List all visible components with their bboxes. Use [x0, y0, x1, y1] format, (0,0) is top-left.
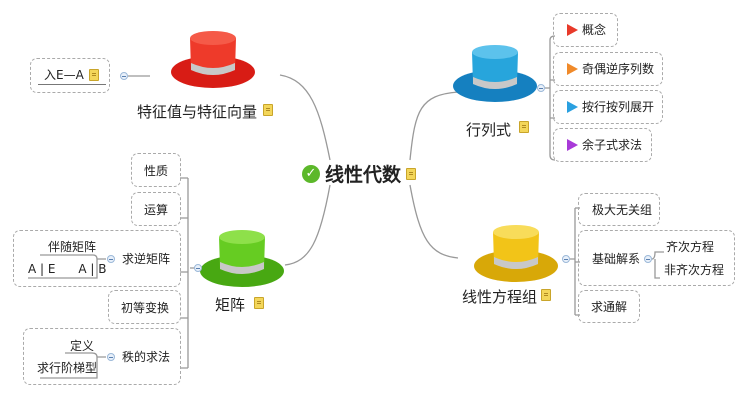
ops-node[interactable]: 运算	[144, 203, 169, 217]
det-label[interactable]: 行列式	[466, 121, 512, 139]
det-child[interactable]: 按行按列展开	[567, 100, 654, 114]
eigen-child-box	[30, 58, 110, 93]
definition-node[interactable]: 定义	[70, 339, 95, 353]
note-icon	[89, 69, 99, 81]
nonhomog-node[interactable]: 非齐次方程	[664, 263, 725, 277]
homog-node[interactable]: 齐次方程	[666, 240, 715, 254]
linear-child-box	[578, 193, 660, 226]
matrix-child-box	[23, 328, 181, 385]
augmented-node[interactable]: A | E A | B	[28, 262, 107, 276]
linear-child-box	[578, 290, 640, 323]
matrix-child-box	[13, 230, 181, 287]
matrix-label[interactable]: 矩阵	[215, 296, 246, 314]
red-flag-icon	[567, 24, 578, 36]
collapse-toggle[interactable]	[194, 264, 202, 272]
det-child[interactable]: 概念	[567, 23, 606, 37]
matrix-child-box	[131, 192, 181, 226]
det-child-label: 奇偶逆序列数	[582, 62, 655, 76]
note-icon	[254, 297, 264, 309]
det-child-label: 余子式求法	[582, 138, 643, 152]
yellow-hat-icon	[474, 225, 558, 282]
matrix-child-box	[108, 290, 181, 324]
inverse-node[interactable]: 求逆矩阵	[122, 252, 171, 266]
rank-node[interactable]: 秩的求法	[122, 350, 171, 364]
collapse-toggle[interactable]	[644, 255, 652, 263]
linear-child-box	[578, 230, 735, 286]
prop-node[interactable]: 性质	[144, 164, 169, 178]
collapse-toggle[interactable]	[107, 255, 115, 263]
eigen-child[interactable]: 入E—A	[44, 68, 84, 82]
adjugate-node[interactable]: 伴随矩阵	[48, 240, 97, 254]
det-child-box	[553, 52, 663, 86]
note-icon	[263, 104, 273, 116]
det-child-box	[553, 13, 618, 47]
note-icon	[541, 289, 551, 301]
eigen-label[interactable]: 特征值与特征向量	[137, 103, 258, 121]
echelon-node[interactable]: 求行阶梯型	[37, 361, 98, 375]
maxind-node[interactable]: 极大无关组	[592, 203, 653, 217]
basis-node[interactable]: 基础解系	[592, 252, 641, 266]
green-hat-icon	[200, 230, 284, 287]
det-child[interactable]: 余子式求法	[567, 138, 642, 152]
det-child-label: 按行按列展开	[582, 100, 655, 114]
elem-node[interactable]: 初等变换	[121, 301, 170, 315]
det-child-box	[553, 90, 663, 124]
check-icon: ✓	[302, 164, 320, 183]
purple-flag-icon	[567, 139, 578, 151]
det-child-label: 概念	[582, 23, 607, 37]
linear-label[interactable]: 线性方程组	[462, 288, 538, 306]
orange-flag-icon	[567, 63, 578, 75]
red-hat-icon	[171, 31, 255, 88]
matrix-child-box	[131, 153, 181, 187]
center-node[interactable]: ✓ 线性代数	[302, 160, 417, 187]
det-child[interactable]: 奇偶逆序列数	[567, 62, 654, 76]
note-icon	[406, 167, 417, 180]
center-label: 线性代数	[325, 164, 402, 186]
collapse-toggle[interactable]	[107, 353, 115, 361]
collapse-toggle[interactable]	[537, 84, 545, 92]
collapse-toggle[interactable]	[562, 255, 570, 263]
collapse-toggle[interactable]	[120, 72, 128, 80]
note-icon	[519, 121, 529, 133]
det-child-box	[553, 128, 652, 162]
blue-flag-icon	[567, 101, 578, 113]
general-node[interactable]: 求通解	[591, 300, 628, 314]
blue-hat-icon	[453, 45, 537, 102]
